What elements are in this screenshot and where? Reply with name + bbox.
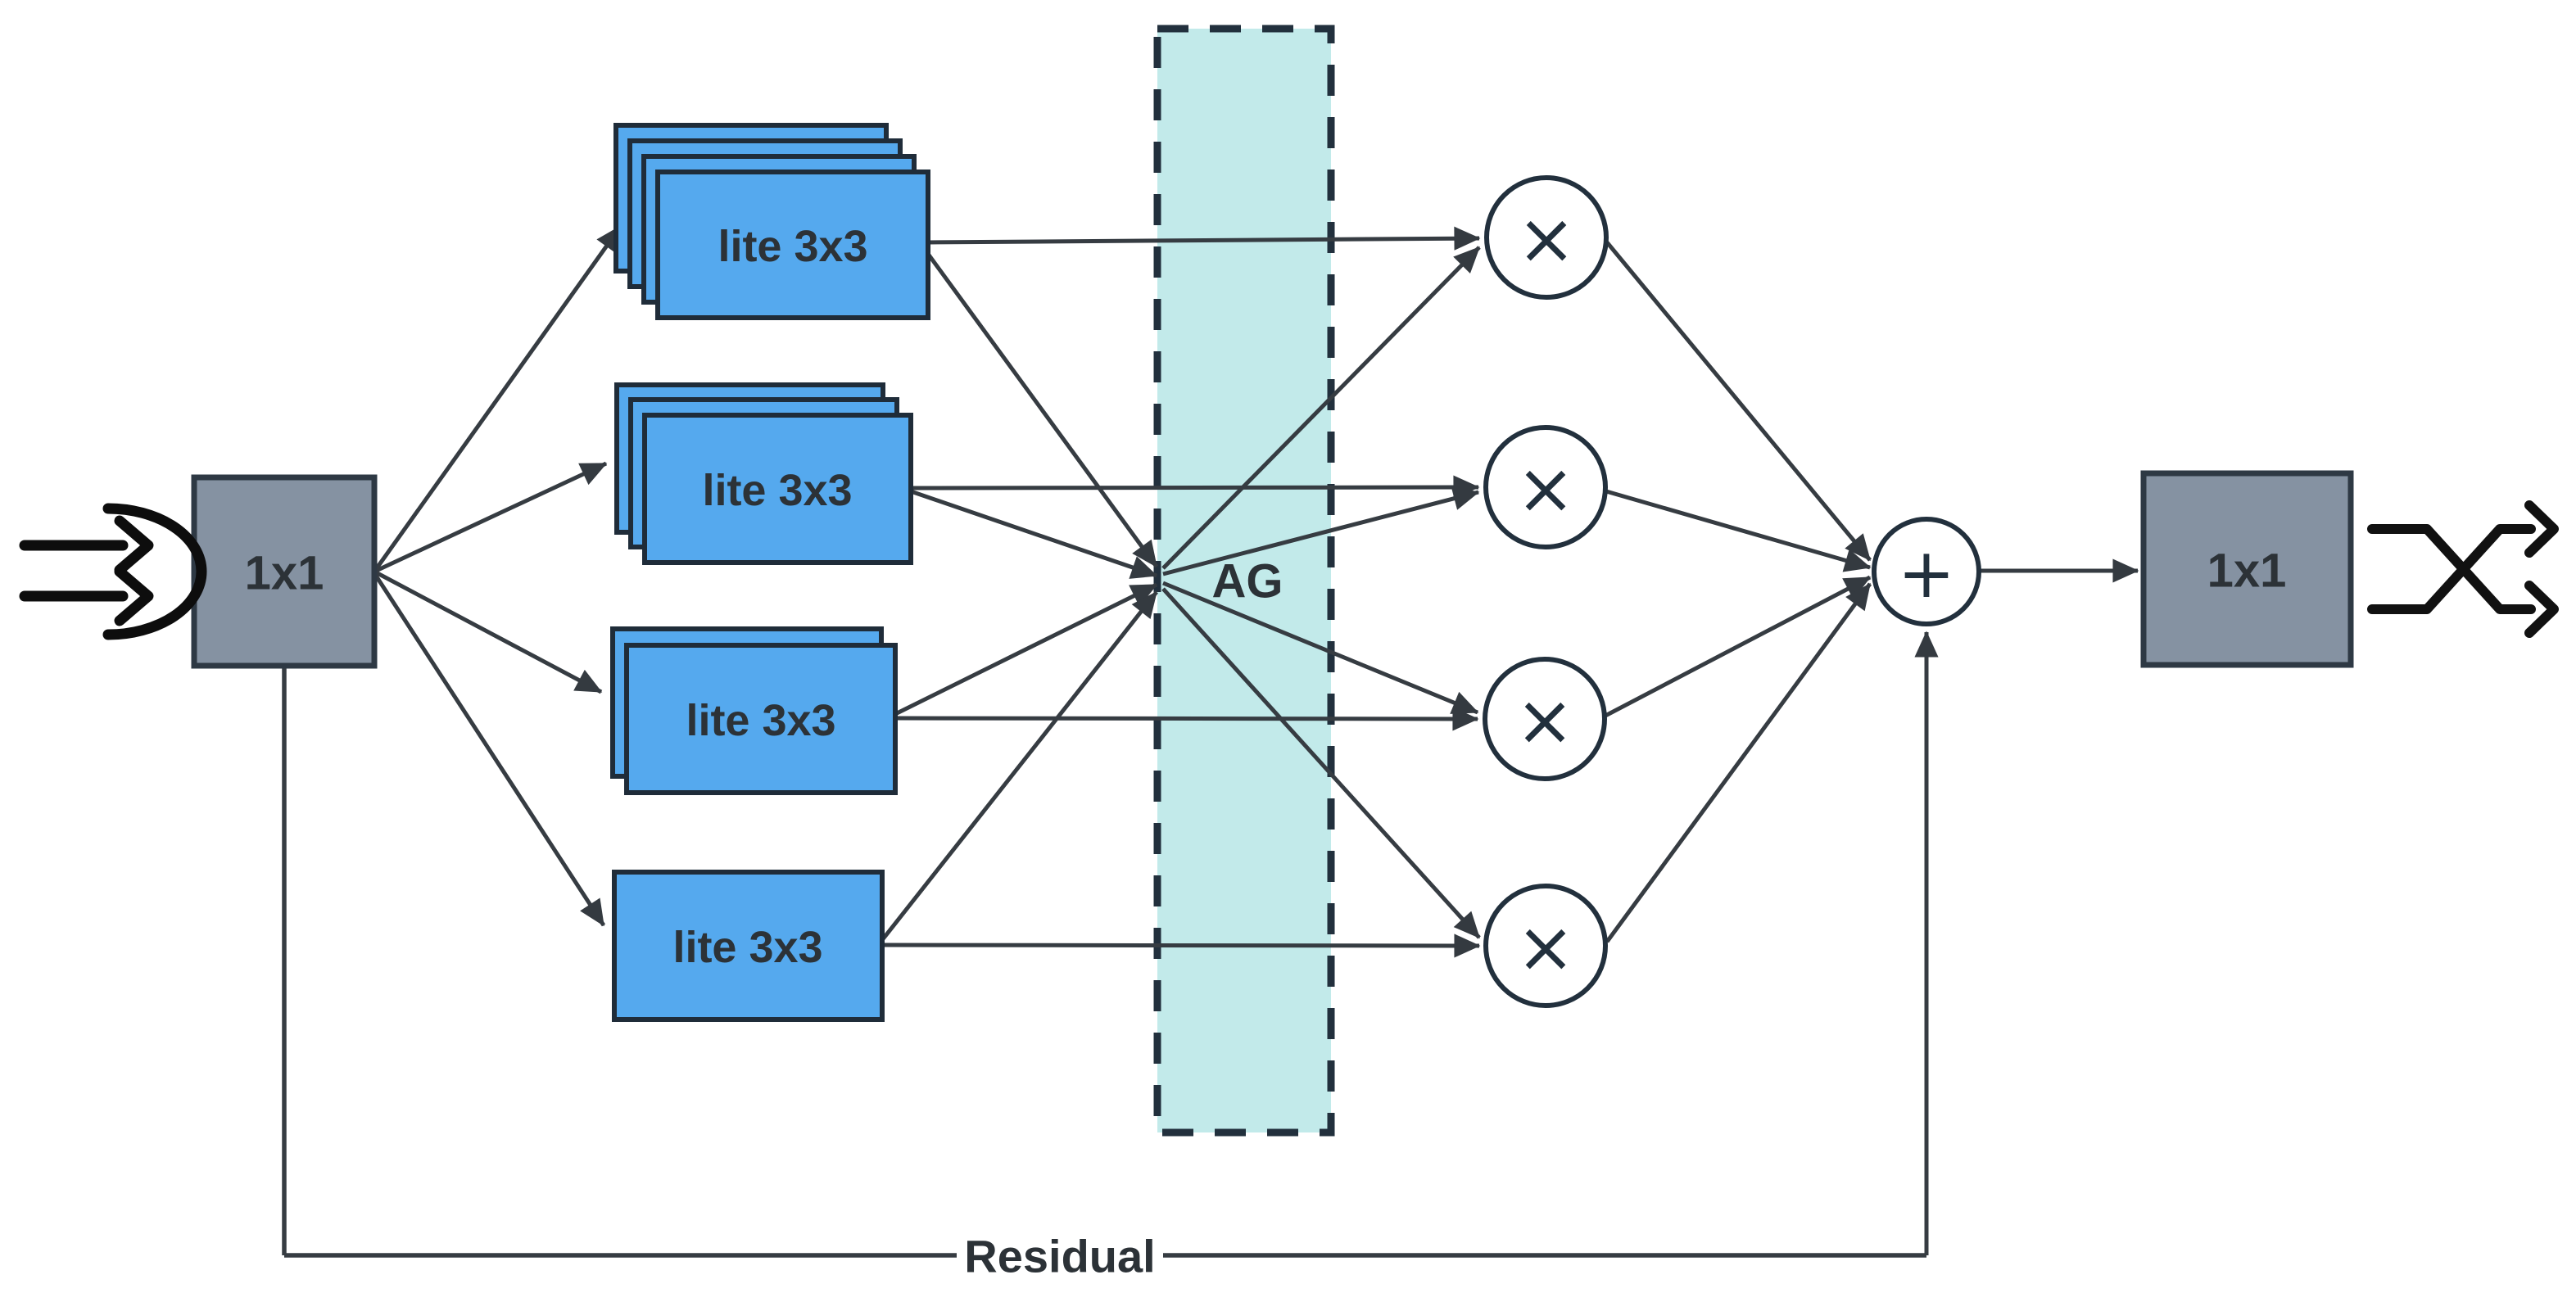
input-conv-rect xyxy=(191,474,378,669)
multiply-symbol: × xyxy=(1516,906,1575,988)
arrow-edge xyxy=(927,226,1481,251)
multiply-node-2: × xyxy=(1483,425,1608,549)
arrow-edge xyxy=(1604,575,1872,718)
multiply-circle xyxy=(1483,884,1608,1008)
branch-label: lite 3x3 xyxy=(702,466,852,515)
branch-card xyxy=(642,413,913,565)
channel-shuffle-icon xyxy=(2367,500,2559,638)
output-conv-block: 1x1 xyxy=(2140,470,2354,668)
output-conv-label: 1x1 xyxy=(2207,545,2287,598)
arrow-edge xyxy=(910,489,1158,579)
multiply-symbol: × xyxy=(1515,680,1574,762)
multiply-symbol: × xyxy=(1517,198,1576,280)
arrow-edge xyxy=(881,934,1481,958)
branch-label: lite 3x3 xyxy=(686,696,835,745)
arrow-edge xyxy=(1161,246,1481,570)
branch-stack-1: lite 3x3 xyxy=(613,123,930,320)
multiply-node-4: × xyxy=(1483,884,1608,1008)
multiply-circle xyxy=(1484,175,1609,300)
branch-card xyxy=(655,170,930,320)
residual-label-text: Residual xyxy=(964,1231,1155,1282)
arrow-edge xyxy=(1162,581,1479,715)
arrow-edge xyxy=(1605,489,1872,572)
arrow-edge xyxy=(894,707,1479,731)
arrow-edge xyxy=(926,252,1159,568)
branch-label: lite 3x3 xyxy=(672,923,822,972)
arrow-edge xyxy=(373,461,608,574)
branch-stack-2: lite 3x3 xyxy=(614,382,913,565)
add-circle xyxy=(1872,517,1981,626)
residual-label: Residual xyxy=(957,1215,1163,1297)
arrow-edge xyxy=(910,475,1480,500)
input-conv-block: 1x1 xyxy=(191,474,378,669)
multiply-circle xyxy=(1483,657,1607,781)
arrow-edge xyxy=(372,572,606,927)
input-conv-label: 1x1 xyxy=(245,547,324,600)
residual-label-box xyxy=(957,1215,1163,1297)
arrow-edge xyxy=(1605,582,1872,943)
multiply-node-3: × xyxy=(1483,657,1607,781)
arrow-edge xyxy=(373,569,603,694)
multiply-symbol: × xyxy=(1516,448,1575,530)
branch-card xyxy=(612,870,885,1022)
output-conv-rect xyxy=(2140,470,2354,668)
arrow-edge xyxy=(372,224,623,573)
input-arrows-icon xyxy=(19,503,207,640)
arrow-edge xyxy=(1605,241,1872,562)
arrow-edge xyxy=(881,590,1158,942)
branch-stack-4: lite 3x3 xyxy=(612,870,885,1022)
branch-label: lite 3x3 xyxy=(718,222,867,271)
branch-card xyxy=(624,643,898,795)
attention-gate-band xyxy=(1153,25,1335,1137)
add-node: + xyxy=(1872,517,1981,626)
arrow-edge xyxy=(894,582,1158,717)
branch-stack-3: lite 3x3 xyxy=(610,626,898,795)
add-symbol: + xyxy=(1898,533,1955,613)
arrow-edge xyxy=(1161,587,1481,939)
multiply-node-1: × xyxy=(1484,175,1609,300)
multiply-circle xyxy=(1483,425,1608,549)
attention-gate-label: AG xyxy=(1212,555,1283,608)
arrow-edge xyxy=(1162,486,1480,576)
